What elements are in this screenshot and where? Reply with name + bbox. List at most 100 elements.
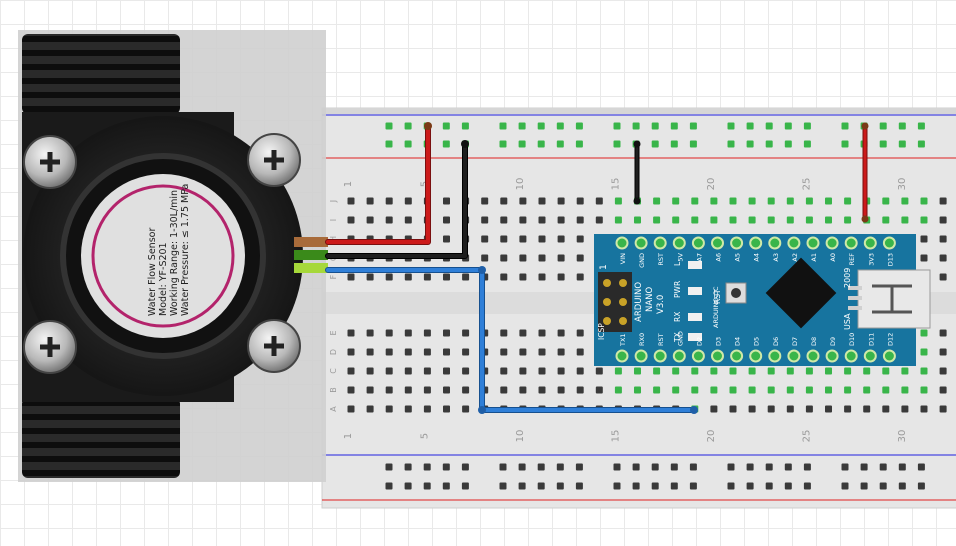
breadboard-hole[interactable] xyxy=(901,216,909,224)
nano-pin[interactable] xyxy=(711,236,724,250)
breadboard-hole[interactable] xyxy=(385,405,393,413)
breadboard-hole[interactable] xyxy=(443,367,450,375)
rail-hole[interactable] xyxy=(746,140,754,148)
breadboard-hole[interactable] xyxy=(882,197,890,205)
wire-blue-signal[interactable] xyxy=(326,268,696,412)
breadboard-hole[interactable] xyxy=(576,273,584,281)
breadboard-hole[interactable] xyxy=(481,235,489,243)
arduino-nano[interactable]: L PWR RX TX RST ARDUINO NANO V3.0 ARDUIN… xyxy=(594,234,931,366)
breadboard-hole[interactable] xyxy=(347,329,355,337)
rail-hole[interactable] xyxy=(803,140,811,148)
rail-hole[interactable] xyxy=(518,463,526,471)
rail-hole[interactable] xyxy=(841,140,849,148)
breadboard-hole[interactable] xyxy=(366,273,374,281)
breadboard-hole[interactable] xyxy=(710,216,718,224)
rail-hole[interactable] xyxy=(537,122,545,130)
breadboard-hole[interactable] xyxy=(423,386,431,394)
breadboard-hole[interactable] xyxy=(385,348,393,356)
nano-pin[interactable] xyxy=(825,236,839,250)
breadboard-hole[interactable] xyxy=(939,254,947,262)
rail-hole[interactable] xyxy=(898,122,906,130)
breadboard-hole[interactable] xyxy=(691,216,699,224)
nano-pin[interactable] xyxy=(749,349,763,363)
nano-pin[interactable] xyxy=(691,236,705,250)
breadboard-hole[interactable] xyxy=(366,216,374,224)
rail-hole[interactable] xyxy=(689,122,697,130)
breadboard-hole[interactable] xyxy=(729,367,737,375)
breadboard-hole[interactable] xyxy=(691,386,699,394)
breadboard-hole[interactable] xyxy=(538,386,546,394)
breadboard-hole[interactable] xyxy=(576,216,584,224)
rail-hole[interactable] xyxy=(632,122,640,130)
breadboard-hole[interactable] xyxy=(844,197,852,205)
breadboard-hole[interactable] xyxy=(481,197,489,205)
nano-pin[interactable] xyxy=(615,349,629,363)
rail-hole[interactable] xyxy=(404,140,412,148)
breadboard-hole[interactable] xyxy=(500,367,508,375)
breadboard-hole[interactable] xyxy=(404,367,412,375)
rail-hole[interactable] xyxy=(632,463,640,471)
breadboard-hole[interactable] xyxy=(939,273,947,281)
breadboard-hole[interactable] xyxy=(939,405,947,413)
breadboard-hole[interactable] xyxy=(404,348,412,356)
breadboard-hole[interactable] xyxy=(462,273,470,281)
rail-hole[interactable] xyxy=(727,463,735,471)
breadboard-hole[interactable] xyxy=(576,197,584,205)
breadboard-hole[interactable] xyxy=(423,405,431,413)
nano-pin[interactable] xyxy=(863,349,877,363)
nano-pin[interactable] xyxy=(806,236,820,250)
breadboard-hole[interactable] xyxy=(347,216,355,224)
rail-hole[interactable] xyxy=(556,463,564,471)
breadboard-hole[interactable] xyxy=(462,348,470,356)
breadboard-hole[interactable] xyxy=(805,386,813,394)
nano-pin[interactable] xyxy=(768,349,782,363)
breadboard-hole[interactable] xyxy=(462,386,470,394)
rail-hole[interactable] xyxy=(670,122,678,130)
rail-hole[interactable] xyxy=(404,482,412,490)
rail-hole[interactable] xyxy=(670,482,678,490)
breadboard-hole[interactable] xyxy=(729,405,737,413)
breadboard-hole[interactable] xyxy=(844,386,852,394)
breadboard-hole[interactable] xyxy=(404,273,412,281)
breadboard-hole[interactable] xyxy=(519,197,527,205)
breadboard-hole[interactable] xyxy=(825,386,832,394)
rail-hole[interactable] xyxy=(651,482,659,490)
breadboard-hole[interactable] xyxy=(748,367,756,375)
breadboard-hole[interactable] xyxy=(557,216,565,224)
rail-hole[interactable] xyxy=(537,140,545,148)
nano-pin[interactable] xyxy=(730,236,744,250)
rail-hole[interactable] xyxy=(518,140,526,148)
rail-hole[interactable] xyxy=(784,463,792,471)
breadboard-hole[interactable] xyxy=(939,235,947,243)
breadboard-hole[interactable] xyxy=(595,197,603,205)
breadboard-hole[interactable] xyxy=(805,367,813,375)
breadboard-hole[interactable] xyxy=(748,197,756,205)
breadboard-hole[interactable] xyxy=(443,216,450,224)
breadboard-hole[interactable] xyxy=(557,273,565,281)
breadboard-hole[interactable] xyxy=(404,197,412,205)
rail-hole[interactable] xyxy=(841,482,849,490)
rail-hole[interactable] xyxy=(556,140,564,148)
nano-pin[interactable] xyxy=(768,236,782,250)
rail-hole[interactable] xyxy=(575,463,583,471)
breadboard-hole[interactable] xyxy=(920,386,928,394)
breadboard-hole[interactable] xyxy=(710,405,718,413)
breadboard-hole[interactable] xyxy=(920,348,928,356)
breadboard-hole[interactable] xyxy=(901,367,909,375)
breadboard-hole[interactable] xyxy=(443,386,450,394)
breadboard-hole[interactable] xyxy=(519,329,527,337)
breadboard-hole[interactable] xyxy=(825,367,832,375)
rail-hole[interactable] xyxy=(442,463,450,471)
breadboard-hole[interactable] xyxy=(366,367,374,375)
rail-hole[interactable] xyxy=(442,482,450,490)
breadboard-hole[interactable] xyxy=(653,197,661,205)
breadboard-hole[interactable] xyxy=(443,329,450,337)
breadboard-hole[interactable] xyxy=(786,367,794,375)
nano-pin[interactable] xyxy=(882,349,896,363)
breadboard-hole[interactable] xyxy=(710,386,718,394)
rail-hole[interactable] xyxy=(556,482,564,490)
breadboard-hole[interactable] xyxy=(691,197,699,205)
breadboard-hole[interactable] xyxy=(786,386,794,394)
breadboard-hole[interactable] xyxy=(920,254,928,262)
breadboard-hole[interactable] xyxy=(939,348,947,356)
